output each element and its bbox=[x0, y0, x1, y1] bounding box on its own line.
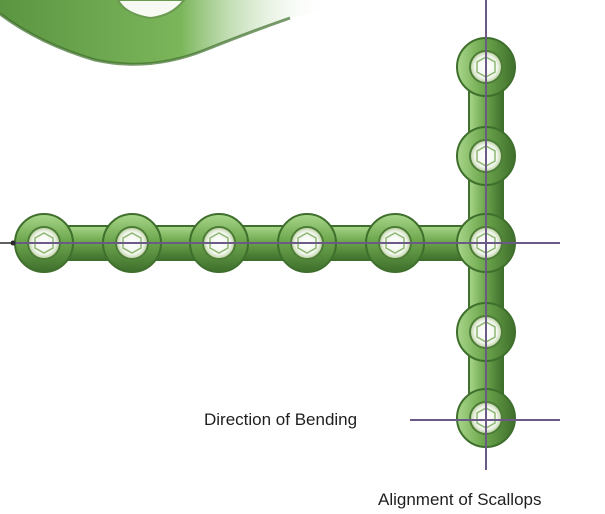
cropped-plate-top bbox=[0, 0, 330, 66]
direction-of-bending-label: Direction of Bending bbox=[204, 410, 358, 429]
alignment-of-scallops-label: Alignment of Scallops bbox=[378, 490, 542, 509]
left-leader bbox=[0, 240, 16, 246]
guide-lines bbox=[14, 0, 560, 470]
